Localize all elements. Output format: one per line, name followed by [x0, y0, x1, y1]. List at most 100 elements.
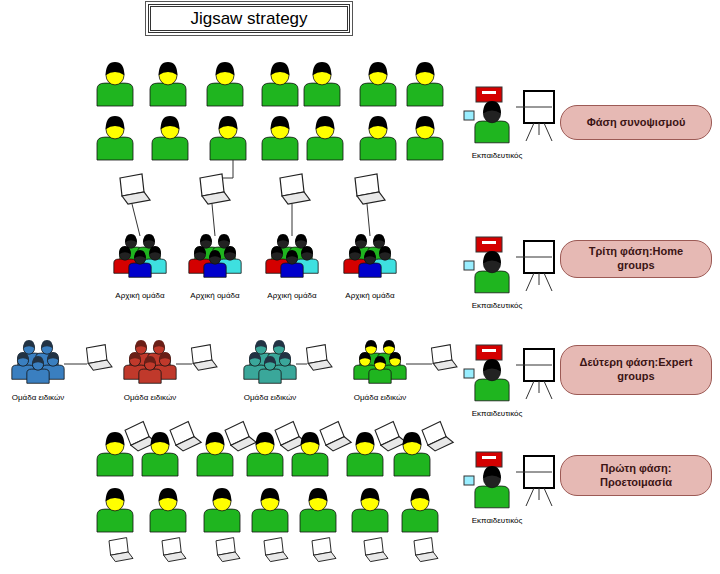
wire	[132, 204, 140, 236]
person-hair	[365, 340, 377, 348]
tablet-icon	[464, 111, 474, 120]
person-icon	[292, 432, 328, 476]
person-hair	[151, 432, 170, 445]
laptop-icon	[355, 174, 385, 204]
person-body	[475, 121, 509, 143]
wire	[539, 273, 540, 285]
wire	[367, 204, 370, 236]
person-body	[300, 509, 336, 532]
person-hair	[219, 116, 238, 129]
person-icon	[352, 488, 388, 532]
laptop-base	[308, 360, 332, 370]
person-hair	[364, 250, 376, 258]
person-hair	[106, 62, 125, 75]
wire	[526, 123, 534, 141]
screen-icon	[476, 345, 502, 360]
person-hair	[106, 432, 125, 445]
person-body	[369, 369, 391, 383]
person-hair	[206, 432, 225, 445]
laptop-icon	[109, 538, 133, 562]
wire	[222, 178, 233, 179]
laptop-base	[193, 360, 217, 370]
laptop-icon	[224, 420, 257, 453]
caption-label: Ομάδα ειδικών	[12, 393, 64, 402]
person-icon	[97, 432, 133, 476]
wire	[292, 204, 293, 236]
person-hair	[129, 352, 141, 360]
person-icon	[252, 488, 288, 532]
person-hair	[23, 340, 35, 348]
wire	[526, 273, 534, 291]
laptop-base	[266, 552, 288, 562]
wire	[539, 488, 540, 500]
laptop-base	[282, 192, 310, 204]
screen-line	[482, 91, 496, 94]
person-hair	[316, 116, 335, 129]
person-body	[204, 509, 240, 532]
caption-label: Αρχική ομάδα	[267, 291, 316, 300]
screen-icon	[476, 452, 502, 467]
person-icon	[407, 116, 443, 160]
person-hair	[153, 340, 165, 348]
person-hair	[264, 356, 276, 364]
person-body	[292, 453, 328, 476]
person-icon	[307, 116, 343, 160]
laptop-base	[357, 192, 385, 204]
person-body	[204, 263, 226, 277]
person-body	[97, 453, 133, 476]
person-icon	[394, 432, 430, 476]
title-banner: Jigsaw strategy	[148, 4, 350, 33]
laptop-icon	[280, 174, 310, 204]
person-hair	[159, 488, 178, 501]
person-body	[27, 369, 49, 383]
caption-label: Εκπαιδευτικός	[472, 151, 523, 160]
person-hair	[32, 356, 44, 364]
laptop-base	[230, 435, 257, 452]
person-body	[360, 83, 396, 106]
person-hair	[271, 62, 290, 75]
person-hair	[134, 250, 146, 258]
laptop-icon	[216, 538, 240, 562]
wire	[212, 204, 215, 236]
laptop-base	[427, 435, 454, 452]
person-icon	[27, 356, 49, 383]
person-hair	[277, 234, 289, 242]
person-body	[262, 83, 298, 106]
person-hair	[149, 246, 161, 254]
person-hair	[224, 246, 236, 254]
person-hair	[213, 488, 232, 501]
person-icon	[204, 488, 240, 532]
person-hair	[279, 352, 291, 360]
laptop-icon	[432, 345, 458, 371]
person-body	[152, 137, 188, 160]
person-body	[97, 137, 133, 160]
person-body	[359, 263, 381, 277]
person-body	[139, 369, 161, 383]
laptop-icon	[169, 420, 202, 453]
person-icon	[262, 116, 298, 160]
person-hair	[261, 488, 280, 501]
wire	[516, 107, 552, 108]
person-icon	[259, 356, 281, 383]
person-icon	[359, 250, 381, 277]
caption-label: Εκπαιδευτικός	[472, 516, 523, 525]
wire	[516, 365, 552, 366]
laptop-base	[122, 192, 150, 204]
person-icon	[150, 62, 186, 106]
laptop-base	[88, 360, 112, 370]
wire	[516, 257, 552, 258]
person-hair	[403, 432, 422, 445]
person-hair	[255, 340, 267, 348]
wire	[526, 381, 534, 399]
person-body	[281, 263, 303, 277]
phase-label: Τρίτη φάση:Home groups	[571, 245, 701, 273]
laptop-icon	[364, 538, 388, 562]
person-hair	[200, 234, 212, 242]
person-hair	[106, 488, 125, 501]
person-body	[262, 137, 298, 160]
person-hair	[309, 488, 328, 501]
person-icon	[475, 466, 509, 508]
person-hair	[301, 246, 313, 254]
person-hair	[359, 352, 371, 360]
person-hair	[135, 340, 147, 348]
